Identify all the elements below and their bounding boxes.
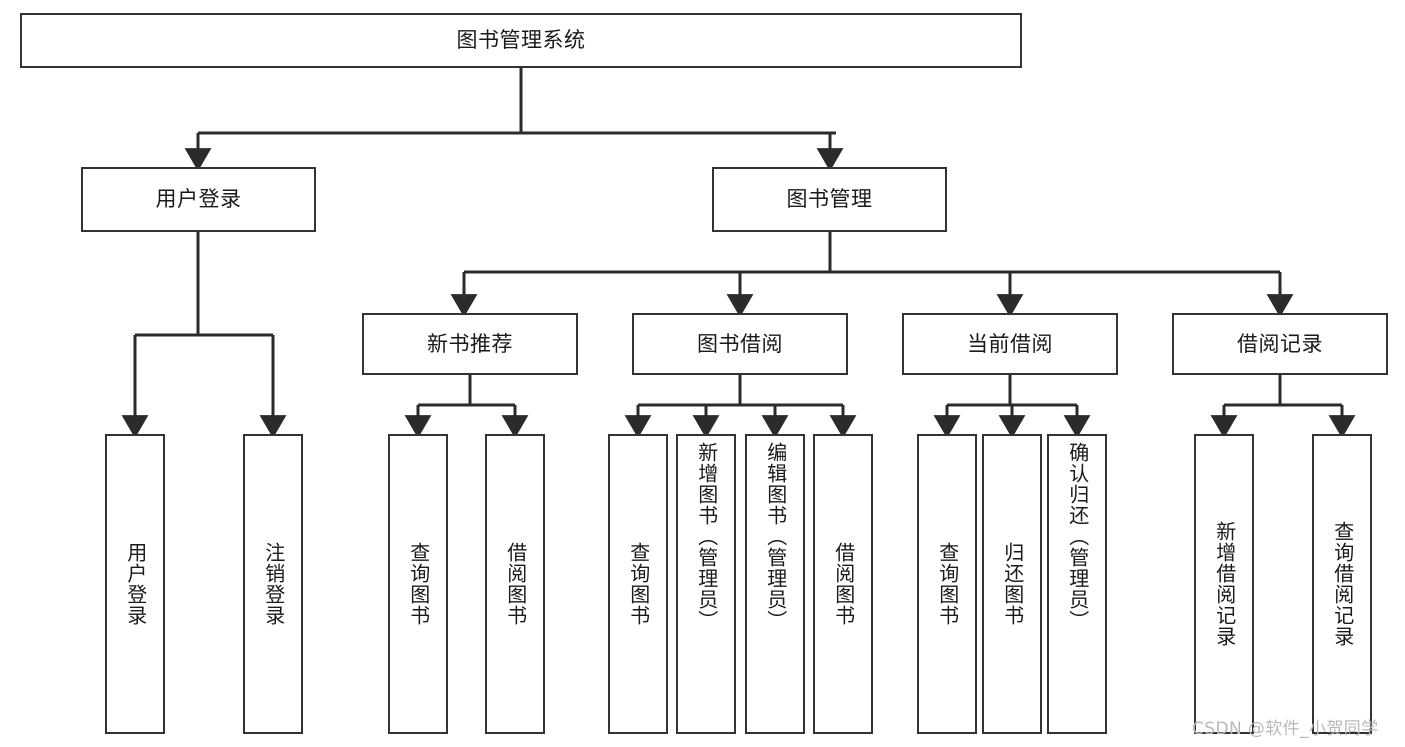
node-leaf-logout-label: 注销登录 [261,542,286,626]
node-leaf-query-book-3[interactable]: 查询图书 [917,434,977,734]
watermark-text: CSDN @软件_小贺同学 [1192,719,1379,739]
node-leaf-user-login-label: 用户登录 [123,542,148,626]
node-leaf-query-book-2[interactable]: 查询图书 [608,434,668,734]
node-leaf-return-book-label: 归还图书 [1000,542,1025,626]
node-book-borrow[interactable]: 图书借阅 [632,313,848,375]
node-leaf-query-book-1-label: 查询图书 [406,542,431,626]
node-leaf-add-record-label: 新增借阅记录 [1212,521,1237,647]
node-book-borrow-label: 图书借阅 [697,331,783,356]
node-leaf-return-book[interactable]: 归还图书 [982,434,1042,734]
node-leaf-confirm-return[interactable]: 确认归还（管理员） [1047,434,1107,734]
node-leaf-query-record-label: 查询借阅记录 [1330,521,1355,647]
node-leaf-borrow-book-2-label: 借阅图书 [831,542,856,626]
node-current-borrow[interactable]: 当前借阅 [902,313,1118,375]
node-borrow-record-label: 借阅记录 [1237,331,1323,356]
node-leaf-borrow-book-1[interactable]: 借阅图书 [485,434,545,734]
node-current-borrow-label: 当前借阅 [967,331,1053,356]
node-root[interactable]: 图书管理系统 [20,13,1022,68]
node-leaf-query-book-2-label: 查询图书 [626,542,651,626]
node-leaf-edit-book[interactable]: 编辑图书（管理员） [745,434,805,734]
node-leaf-logout[interactable]: 注销登录 [243,434,303,734]
node-book-manage[interactable]: 图书管理 [712,167,947,232]
node-leaf-borrow-book-1-label: 借阅图书 [503,542,528,626]
node-leaf-add-book-label: 新增图书（管理员） [694,442,719,631]
node-new-book-recommend-label: 新书推荐 [427,331,513,356]
node-user-login[interactable]: 用户登录 [81,167,316,232]
node-leaf-confirm-return-label: 确认归还（管理员） [1065,442,1090,631]
node-borrow-record[interactable]: 借阅记录 [1172,313,1388,375]
node-leaf-borrow-book-2[interactable]: 借阅图书 [813,434,873,734]
node-user-login-label: 用户登录 [155,187,242,212]
node-leaf-add-record[interactable]: 新增借阅记录 [1194,434,1254,734]
node-leaf-user-login[interactable]: 用户登录 [105,434,165,734]
node-leaf-query-record[interactable]: 查询借阅记录 [1312,434,1372,734]
node-leaf-query-book-3-label: 查询图书 [935,542,960,626]
node-leaf-query-book-1[interactable]: 查询图书 [388,434,448,734]
node-book-manage-label: 图书管理 [786,187,873,212]
node-root-label: 图书管理系统 [456,28,586,53]
node-leaf-add-book[interactable]: 新增图书（管理员） [676,434,736,734]
node-new-book-recommend[interactable]: 新书推荐 [362,313,578,375]
node-leaf-edit-book-label: 编辑图书（管理员） [763,442,788,631]
